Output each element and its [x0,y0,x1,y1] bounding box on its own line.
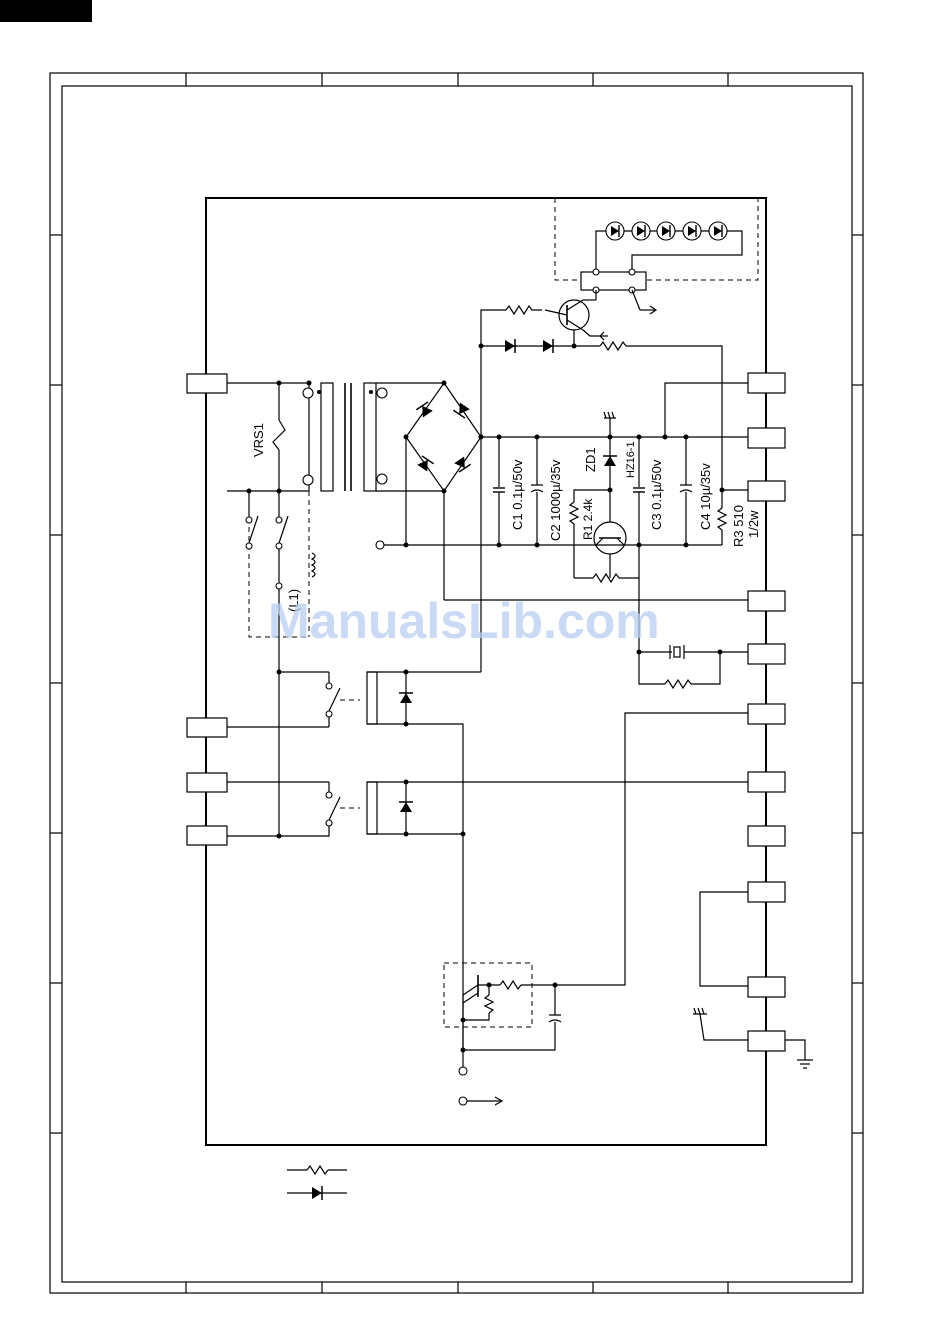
label-c3: C3 0.1µ/50v [649,459,664,530]
connector-block [748,826,785,846]
connector-block [187,773,227,792]
ground-icon [604,412,616,418]
led-driver-transistor [481,290,608,346]
led-symbol [632,222,650,240]
page-frame [50,73,863,1293]
diode-symbol [312,1186,322,1200]
label-c4: C4 10µ/35v [698,463,713,530]
led-array [581,222,742,314]
resistor-symbol [600,342,626,350]
resistor-symbol [593,574,619,582]
crystal-network [637,645,749,688]
label-c1: C1 0.1µ/50v [510,459,525,530]
relay-contact-symbol [329,688,340,711]
label-r3: R3 510 [731,505,746,547]
capacitor-symbol [493,488,505,492]
led-symbol [683,222,701,240]
label-vrs1: VRS1 [251,423,266,457]
label-hz16: HZ16-1 [625,441,637,478]
resistor-symbol [506,306,542,314]
connector-block [748,772,785,792]
label-c2: C2 1000µ/35v [548,459,563,541]
resistor-symbol [570,502,578,524]
connector-block [748,481,785,501]
connector-block [748,591,785,611]
resistor-symbol [665,680,691,688]
legend [287,1166,347,1200]
connector-block [748,704,785,724]
relay-contact-symbol [329,797,340,820]
led-symbol [709,222,727,240]
capacitor-symbol [549,1015,561,1022]
resistor-symbol [718,508,726,530]
capacitor-symbol [680,485,692,492]
connector-block [748,1031,785,1051]
label-zd1: ZD1 [583,447,598,472]
label-r1: R1 2.4k [581,498,595,540]
connector-block [187,826,227,845]
led-connector [581,272,646,290]
relay-1 [227,670,463,1051]
connector-block [748,428,785,448]
switch-section [246,489,481,839]
inductor-symbol [312,553,315,577]
connector-block [748,977,785,997]
relay-driver [444,713,748,1105]
varistor-symbol [273,420,285,450]
connector-block [187,718,227,737]
watermark: ManualsLib.com [268,593,660,649]
connector-block [748,373,785,393]
connector-block [187,374,227,393]
corner-tab [0,0,92,22]
ground-icon [693,1008,707,1014]
capacitor-symbol [633,488,645,492]
led-board-outline [555,198,580,280]
resistor-symbol [500,981,521,989]
led-symbol [657,222,675,240]
capacitor-symbol [531,485,543,492]
led-symbol [606,222,624,240]
resistor-symbol [307,1166,328,1174]
label-r3-watt: 1/2w [746,510,761,538]
connector-block [748,882,785,902]
relay-2 [227,780,748,837]
connector-block [748,644,785,664]
